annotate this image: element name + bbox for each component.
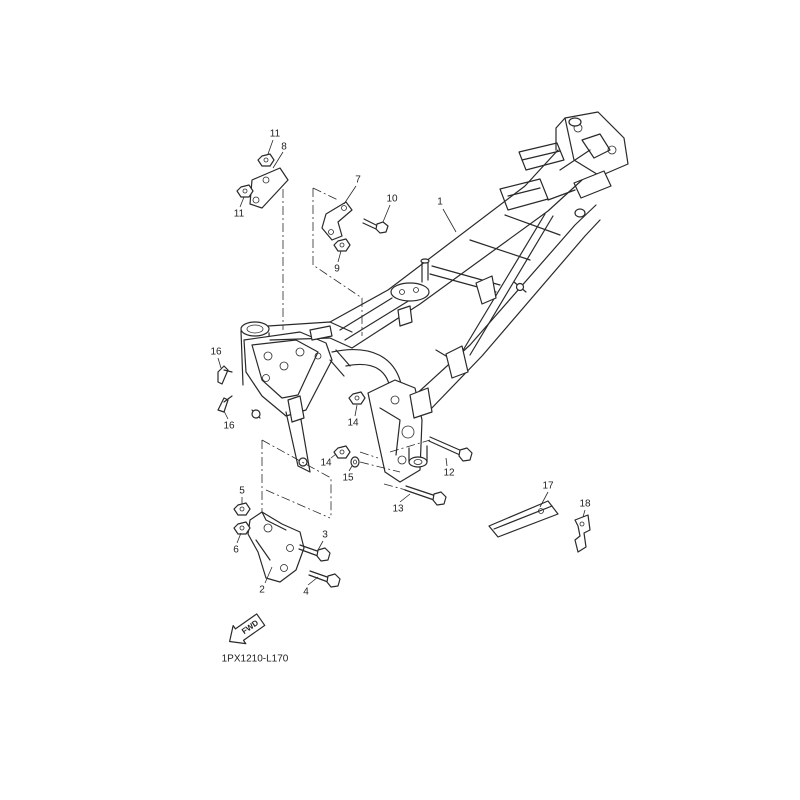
- upper-rail-right: [351, 179, 583, 349]
- callout-15: 15: [342, 473, 354, 484]
- callout-18: 18: [579, 499, 591, 510]
- washer-15: [350, 456, 360, 468]
- callout-4: 4: [303, 587, 309, 598]
- plate-17: [488, 500, 559, 538]
- callout-13: 13: [392, 504, 404, 515]
- bolt-12: [428, 436, 473, 462]
- seat-bracket-left: [518, 142, 565, 171]
- bracket-8: [249, 167, 289, 209]
- steering-head: [240, 321, 270, 337]
- nut-11-bottom: [236, 184, 254, 198]
- callout-8: 8: [281, 142, 287, 153]
- down-tube: [285, 411, 311, 473]
- nut-11-top: [257, 153, 275, 167]
- head-gusset-plate: [243, 331, 333, 417]
- callout-10: 10: [386, 194, 398, 205]
- lower-rail-right: [427, 219, 601, 413]
- callout-16-bottom: 16: [223, 421, 235, 432]
- catalog-code: 1PX1210-L170: [222, 654, 289, 665]
- clip-16-top: [217, 365, 233, 385]
- reference-lines: [261, 172, 431, 520]
- nut-6: [233, 521, 251, 535]
- callout-12: 12: [443, 468, 455, 479]
- side-bracket: [475, 275, 497, 305]
- rear-cross-bracket: [499, 178, 549, 211]
- engine-bracket-2: [247, 511, 305, 583]
- main-frame: [240, 111, 629, 483]
- nut-5: [233, 502, 251, 516]
- callout-14-upper: 14: [347, 418, 359, 429]
- callout-17: 17: [542, 481, 554, 492]
- callout-2: 2: [259, 585, 265, 596]
- callout-7: 7: [355, 175, 361, 186]
- callout-1: 1: [437, 197, 443, 208]
- callout-3: 3: [322, 530, 328, 541]
- callout-16-top: 16: [210, 347, 222, 358]
- nut-14-lower: [333, 445, 351, 459]
- bracket-18: [574, 514, 591, 553]
- callout-11-bottom: 11: [234, 209, 245, 220]
- callout-14-lower: 14: [320, 458, 332, 469]
- battery-mount: [445, 345, 469, 379]
- bracket-7: [321, 201, 353, 241]
- bolt-4: [308, 570, 341, 588]
- bolt-13: [404, 485, 447, 506]
- bolt-3: [298, 544, 331, 562]
- callout-11-top: 11: [270, 129, 281, 140]
- rear-stud: [574, 208, 586, 218]
- tank-mount-boss: [390, 282, 430, 302]
- rear-engine-mount: [408, 456, 428, 468]
- callout-9: 9: [334, 264, 340, 275]
- diagonal-brace: [461, 213, 554, 356]
- leader-lines: [217, 139, 586, 586]
- callout-6: 6: [233, 545, 239, 556]
- clip-16-bottom: [217, 395, 233, 413]
- callout-labels: 1 2 3 4 5 6 7 8 9 10 11 11 12 13 14 14 1…: [210, 129, 591, 598]
- seat-bracket-right: [573, 170, 612, 199]
- upper-rail-left: [329, 149, 559, 323]
- callout-5: 5: [239, 486, 245, 497]
- forward-arrow-icon: FWD: [229, 613, 266, 645]
- nut-14-upper: [348, 391, 366, 405]
- nut-9: [333, 238, 351, 252]
